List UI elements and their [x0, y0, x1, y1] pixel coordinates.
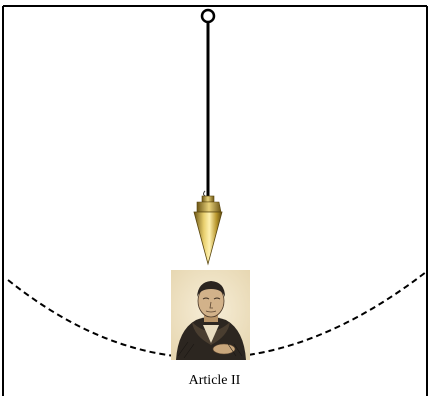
plumb-bob-icon: [193, 190, 223, 266]
portrait-engraving-icon: [171, 270, 250, 360]
pivot-icon: [200, 8, 216, 24]
portrait-caption: Article II: [188, 373, 241, 388]
